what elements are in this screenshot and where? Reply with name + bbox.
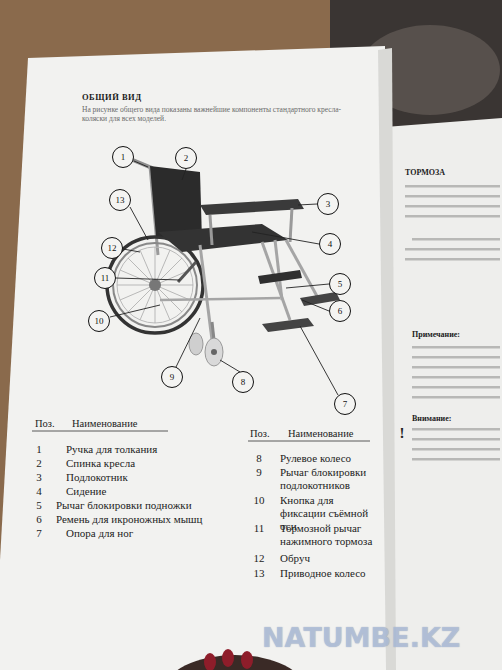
position-number: 7: [28, 527, 50, 540]
note-heading: Примечание:: [412, 330, 497, 340]
part-name: Обруч: [280, 552, 380, 565]
position-number: 5: [28, 499, 50, 512]
header-rule: [32, 431, 168, 432]
gutter-shadow: [378, 48, 396, 670]
part-name: Спинка кресла: [66, 457, 236, 470]
warning-symbol: !: [396, 424, 408, 442]
part-name: Рулевое колесо: [280, 452, 380, 465]
position-number: 3: [28, 471, 50, 484]
callout-number: 9: [170, 373, 175, 382]
callout-number: 2: [184, 154, 189, 163]
intro-text: На рисунке общего вида показаны важнейши…: [82, 105, 357, 123]
column-header: Наименование: [72, 418, 172, 431]
part-name: Сидение: [66, 485, 236, 498]
callout-number: 11: [101, 274, 110, 283]
callout-number: 5: [338, 280, 343, 289]
callout-circle: 5: [329, 273, 351, 295]
part-name: Тормозной рычаг нажимного тормоза: [280, 522, 380, 548]
part-name: Рычаг блокировки подлокотников: [280, 466, 380, 492]
column-header: Поз.: [250, 428, 280, 441]
right-page-text-lines: [405, 185, 500, 461]
callout-circle: 10: [88, 310, 110, 332]
callout-circle: 9: [161, 366, 183, 388]
position-number: 2: [28, 457, 50, 470]
callout-circle: 3: [317, 193, 339, 215]
callout-number: 3: [326, 200, 331, 209]
callout-number: 8: [241, 378, 246, 387]
part-name: Рычаг блокировки подножки: [56, 499, 236, 512]
left-page: [0, 46, 392, 670]
callout-number: 4: [328, 240, 333, 249]
callout-number: 10: [95, 317, 104, 326]
callout-circle: 2: [175, 147, 197, 169]
part-name: Ремень для икроножных мышц: [56, 513, 241, 526]
part-name: Опора для ног: [66, 527, 236, 540]
position-number: 9: [248, 466, 270, 479]
callout-circle: 7: [334, 393, 356, 415]
warning-heading: Внимание:: [412, 414, 497, 424]
callout-circle: 8: [232, 371, 254, 393]
position-number: 8: [248, 452, 270, 465]
position-number: 13: [248, 567, 270, 580]
part-name: Подлокотник: [66, 471, 236, 484]
callout-circle: 4: [319, 233, 341, 255]
watermark: NATUMBE.KZ: [262, 622, 460, 654]
section-heading: ТОРМОЗА: [405, 168, 495, 178]
callout-circle: 12: [101, 237, 123, 259]
callout-number: 7: [343, 400, 348, 409]
header-rule: [248, 441, 370, 442]
callout-circle: 1: [112, 146, 134, 168]
position-number: 10: [248, 494, 270, 507]
part-name: Приводное колесо: [280, 567, 380, 580]
callout-number: 6: [338, 307, 343, 316]
column-header: Наименование: [288, 428, 388, 441]
callout-circle: 6: [329, 300, 351, 322]
position-number: 4: [28, 485, 50, 498]
page-heading: ОБЩИЙ ВИД: [82, 92, 142, 102]
callout-circle: 11: [94, 267, 116, 289]
leader-lines: [110, 161, 338, 395]
position-number: 11: [248, 522, 270, 535]
callout-circle: 13: [109, 189, 131, 211]
part-name: Ручка для толкания: [66, 443, 236, 456]
column-header: Поз.: [35, 418, 65, 431]
position-number: 6: [28, 513, 50, 526]
callout-number: 1: [121, 153, 126, 162]
callout-number: 13: [116, 196, 125, 205]
position-number: 1: [28, 443, 50, 456]
callout-number: 12: [108, 244, 117, 253]
position-number: 12: [248, 552, 270, 565]
